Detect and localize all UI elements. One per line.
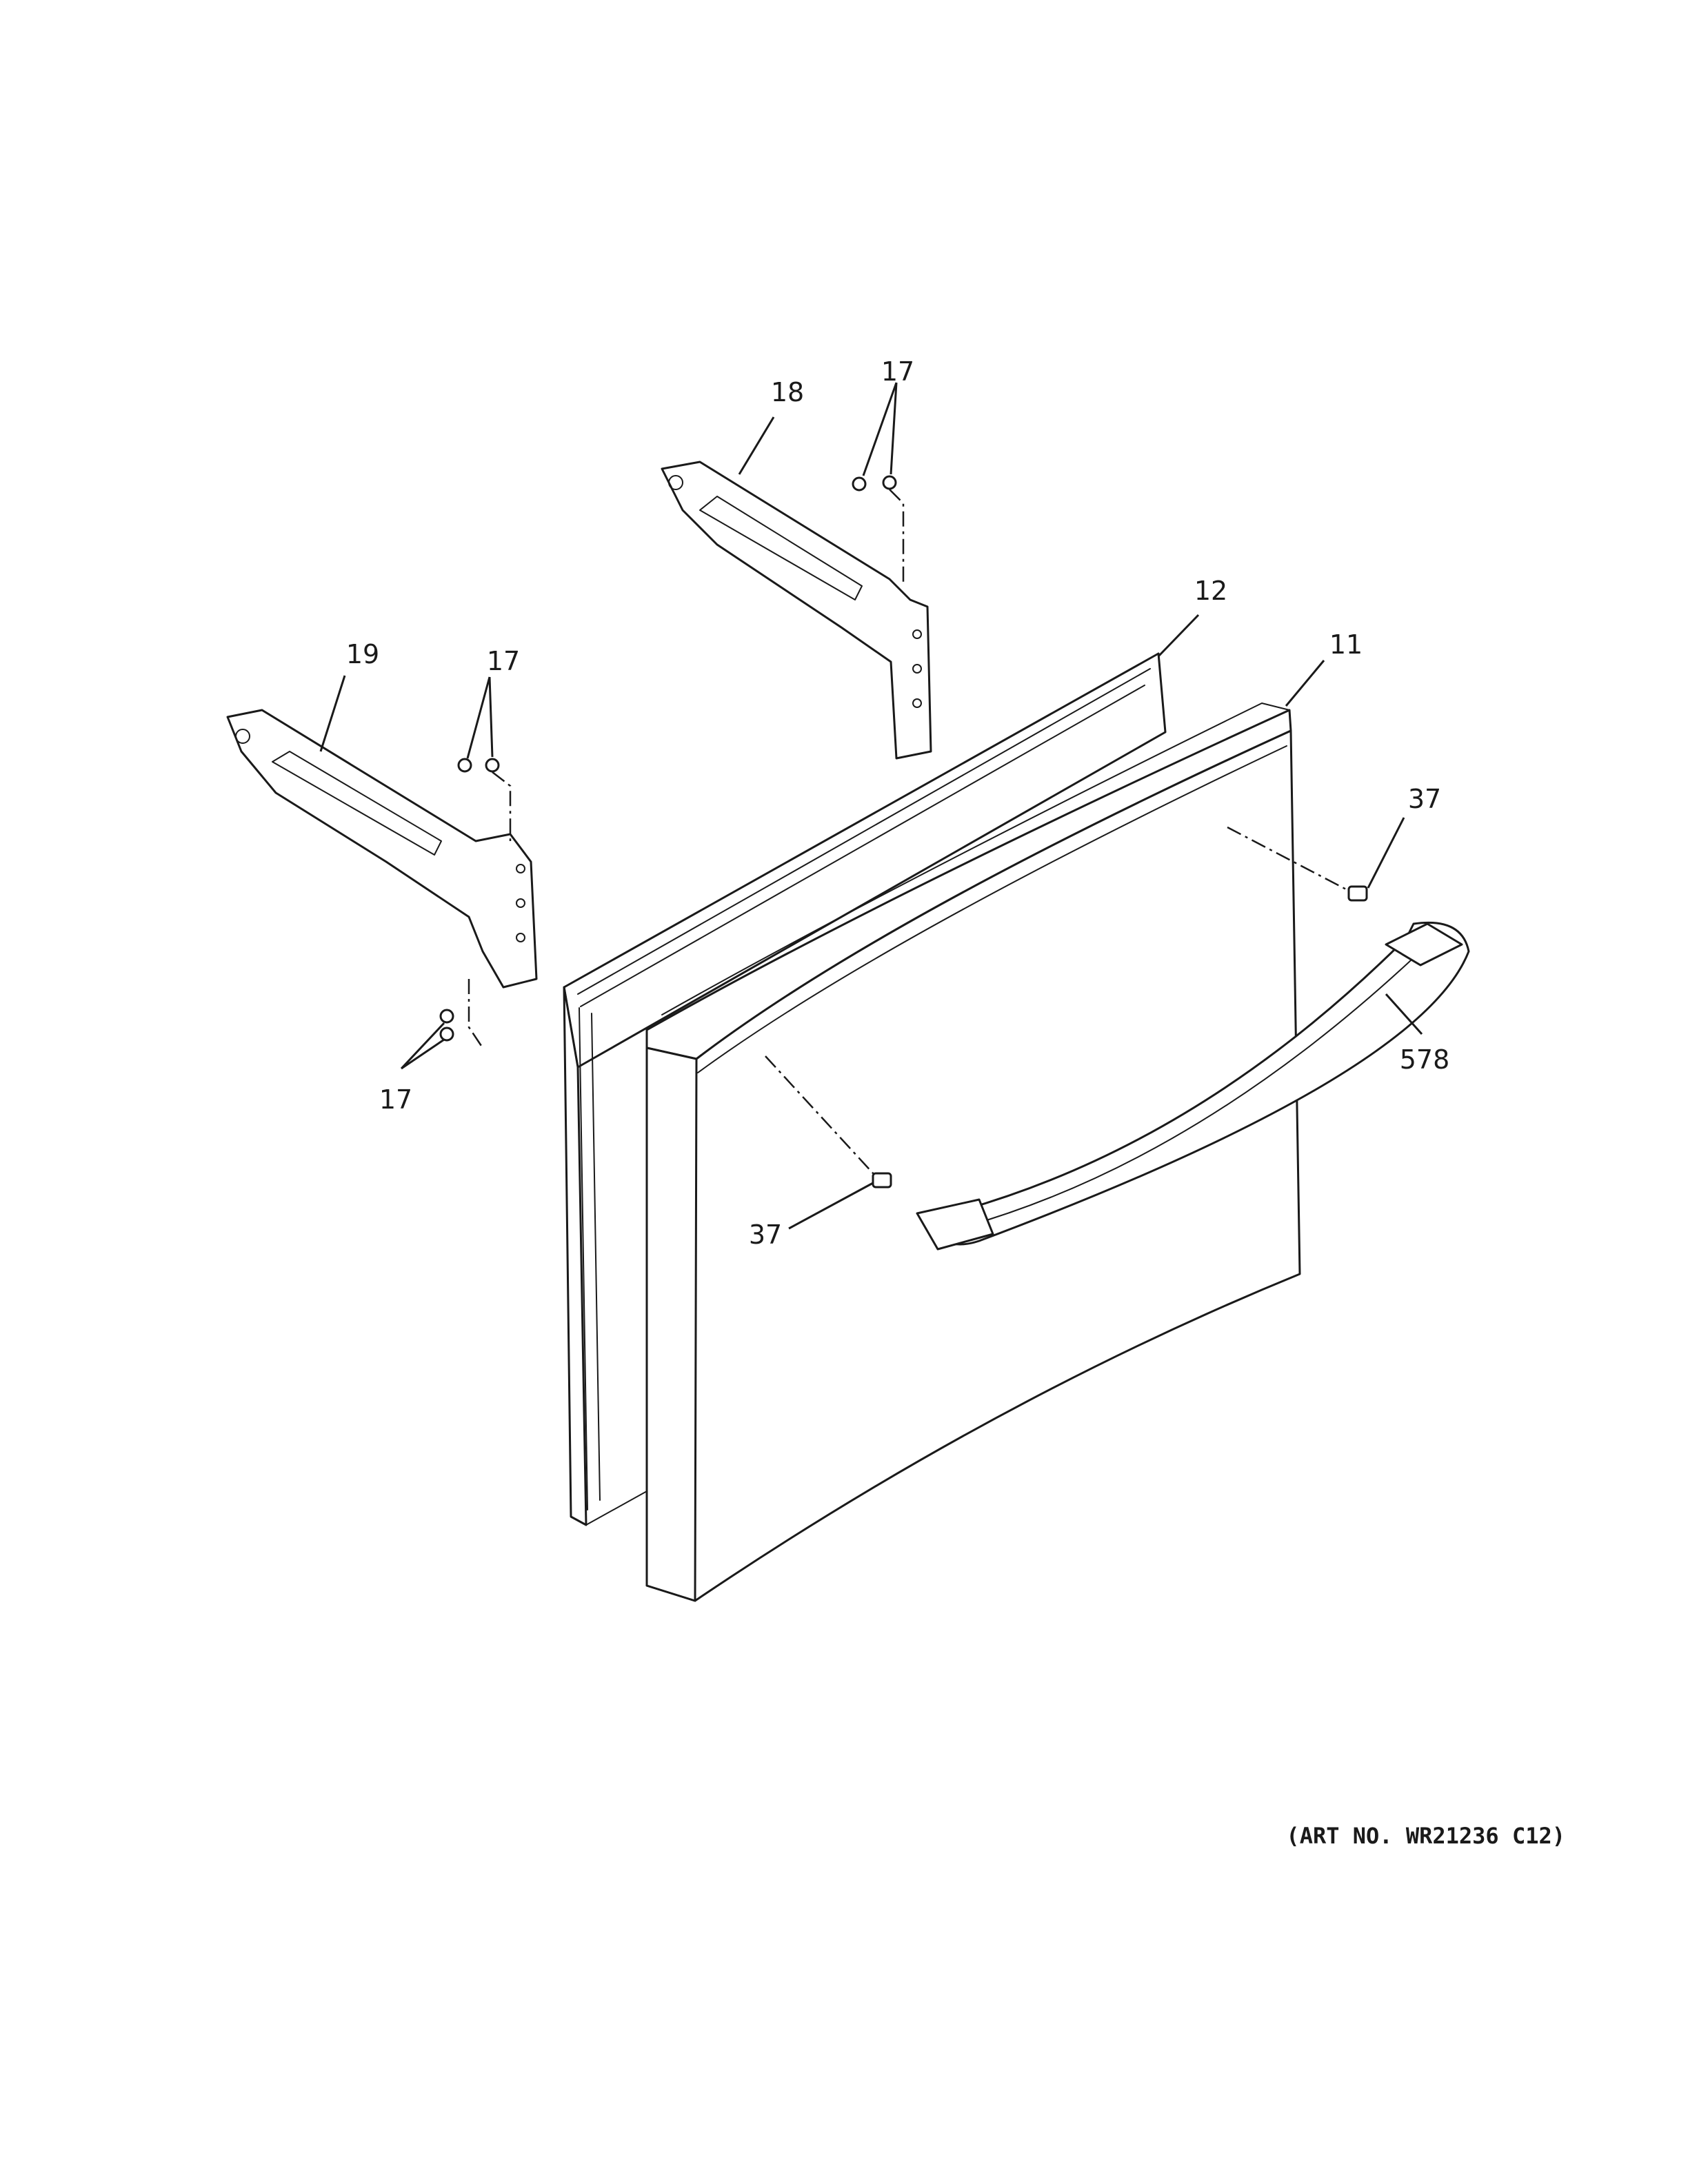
hinge-bracket-top [661, 461, 932, 760]
screw-17-top-a [852, 476, 867, 492]
leader-17-bottom [400, 1022, 445, 1070]
callout-37-left: 37 [749, 1220, 782, 1250]
leader-12 [1157, 614, 1200, 658]
leader-37-left [788, 1182, 874, 1230]
callout-37-right: 37 [1408, 784, 1441, 814]
handle-stud-left [872, 1172, 892, 1189]
door-gasket [563, 652, 1167, 1526]
callout-17-top: 17 [881, 356, 914, 387]
hinge-bracket-left [226, 709, 538, 989]
callout-11: 11 [1329, 629, 1363, 660]
screw-17-top-b [882, 475, 897, 490]
callout-19: 19 [346, 639, 379, 669]
door-panel [645, 702, 1301, 1602]
callout-18: 18 [771, 377, 804, 407]
leader-37-right [1367, 817, 1405, 889]
art-number: (ART NO. WR21236 C12) [1286, 1823, 1565, 1849]
callout-578: 578 [1400, 1044, 1450, 1075]
centerline-bottom-screws [468, 979, 484, 1049]
screw-17-mid-b [485, 758, 500, 773]
handle-stud-right [1347, 885, 1368, 902]
callout-17-mid: 17 [487, 646, 520, 676]
callout-17-bottom: 17 [379, 1084, 412, 1115]
leader-578 [1385, 993, 1423, 1035]
callout-12: 12 [1194, 576, 1227, 606]
leader-17-mid [466, 676, 494, 759]
screw-17-mid-a [457, 758, 472, 773]
leader-18 [738, 416, 775, 475]
leader-19 [319, 675, 346, 752]
centerline-top-screws [889, 489, 905, 586]
screw-17-bottom-b [439, 1027, 454, 1042]
centerline-stud-right [1227, 826, 1349, 892]
screw-17-bottom-a [439, 1009, 454, 1024]
leader-17-top [862, 382, 898, 476]
leader-11 [1285, 660, 1325, 707]
door-handle [916, 921, 1470, 1251]
centerline-mid-screws [492, 771, 512, 841]
